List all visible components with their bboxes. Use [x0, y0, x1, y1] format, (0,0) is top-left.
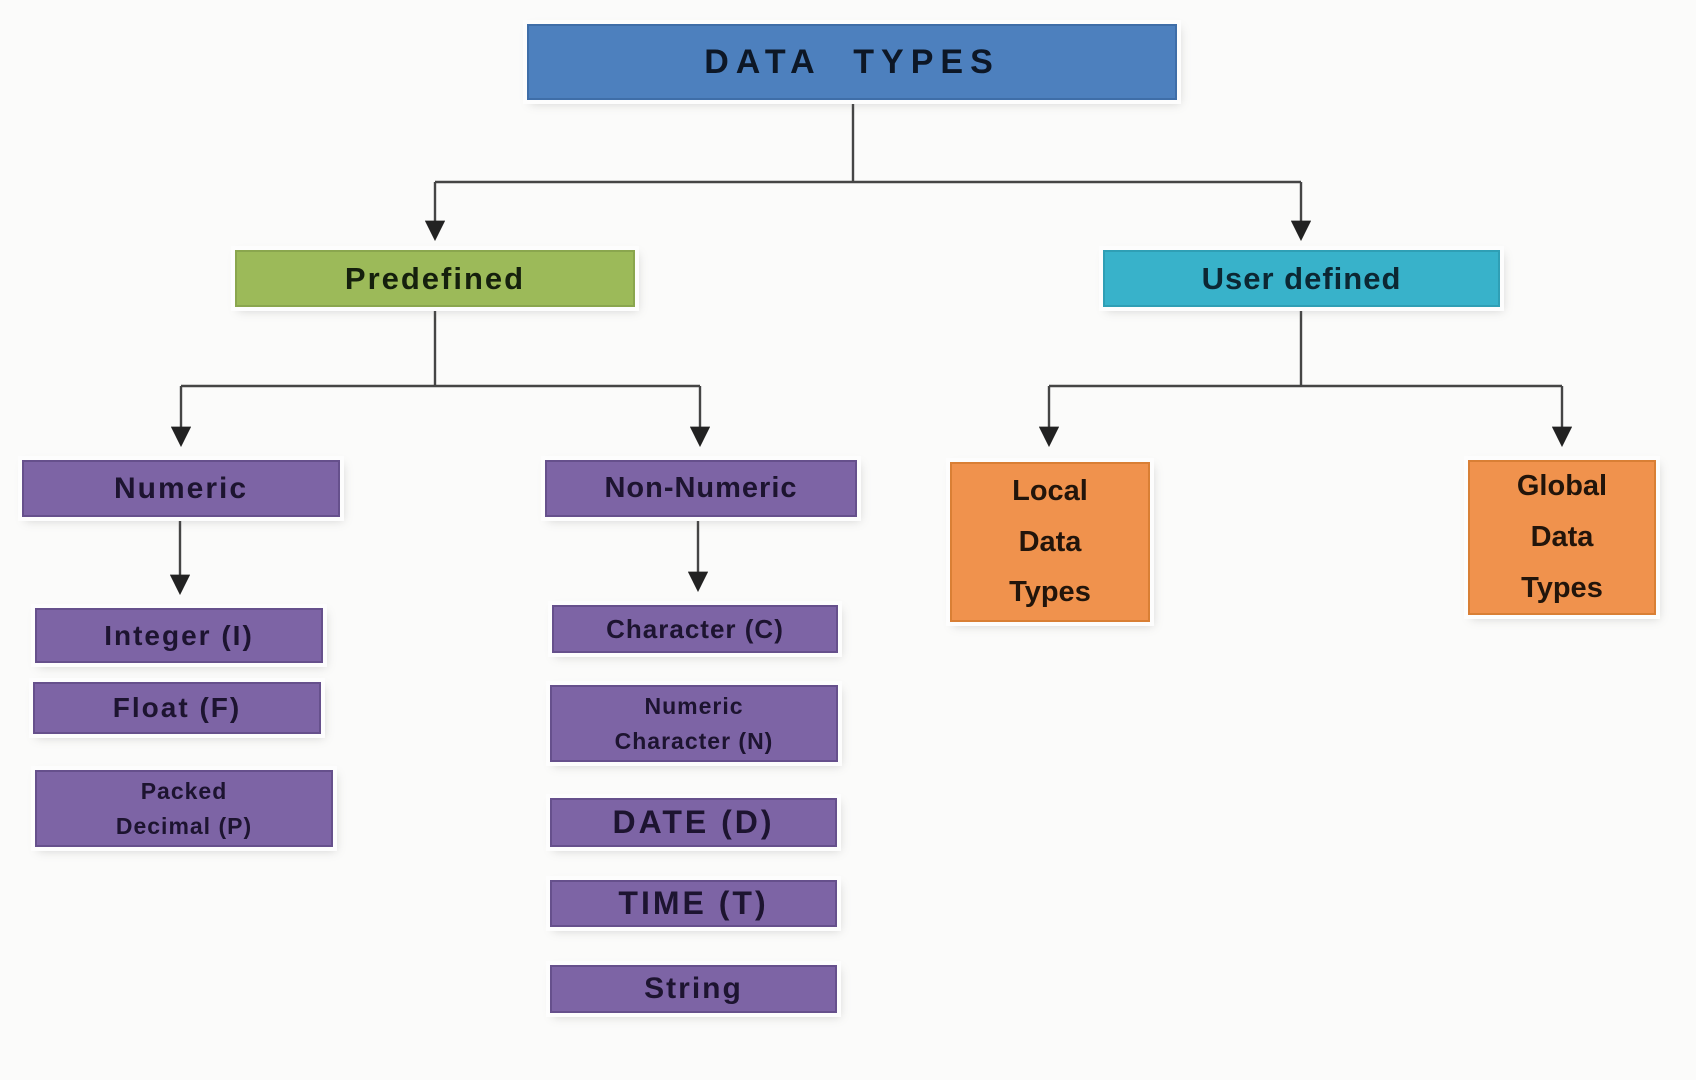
node-float: Float (F): [29, 678, 325, 738]
node-global-data-types: Global Data Types: [1464, 456, 1660, 619]
node-non-numeric: Non-Numeric: [541, 456, 861, 521]
node-integer: Integer (I): [31, 604, 327, 667]
node-string: String: [546, 961, 841, 1017]
node-date: DATE (D): [546, 794, 841, 851]
node-numeric-character: Numeric Character (N): [546, 681, 842, 766]
node-user-defined: User defined: [1099, 246, 1504, 311]
node-data-types: DATA TYPES: [523, 20, 1181, 104]
node-character: Character (C): [548, 601, 842, 657]
node-time: TIME (T): [546, 876, 841, 931]
node-predefined: Predefined: [231, 246, 639, 311]
node-local-data-types: Local Data Types: [946, 458, 1154, 626]
node-packed-decimal: Packed Decimal (P): [31, 766, 337, 851]
node-numeric: Numeric: [18, 456, 344, 521]
